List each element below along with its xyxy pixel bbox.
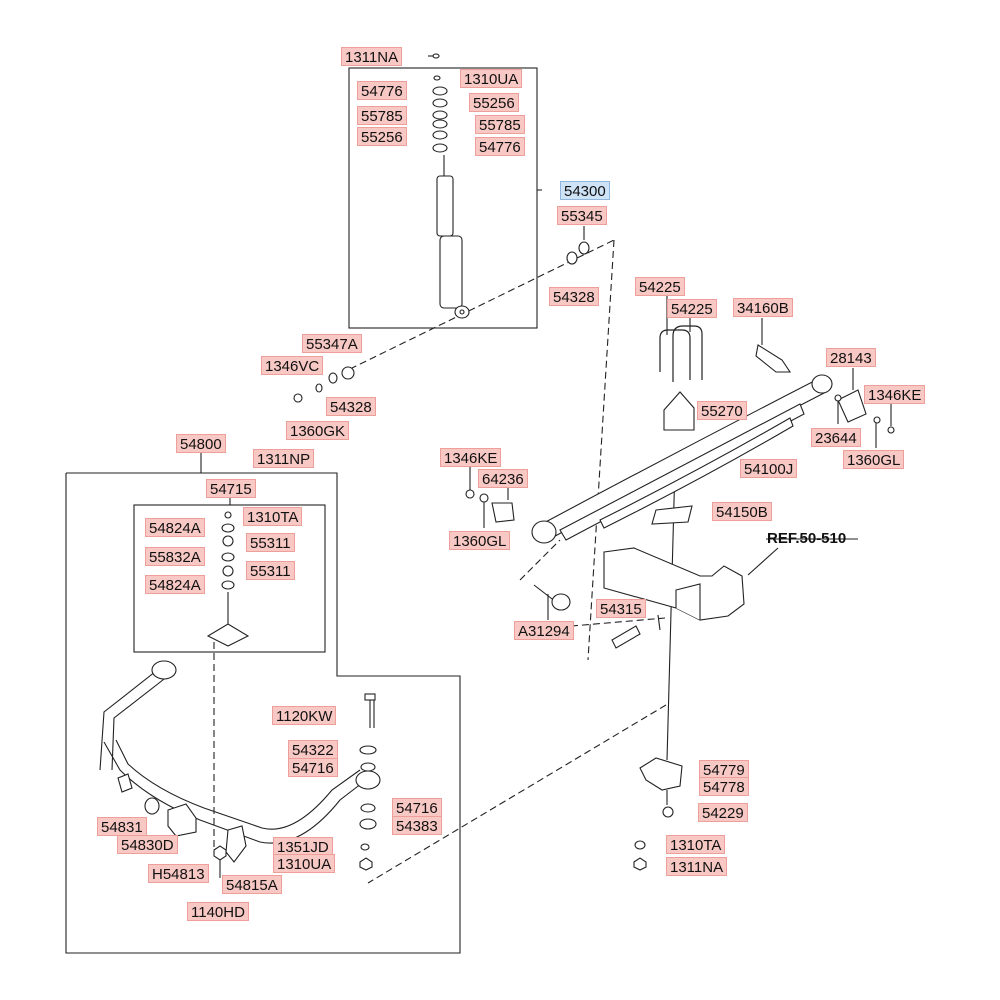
label-54383[interactable]: 54383 xyxy=(392,816,442,835)
label-54150B[interactable]: 54150B xyxy=(712,502,772,521)
label-54831[interactable]: 54831 xyxy=(97,817,147,836)
label-64236[interactable]: 64236 xyxy=(478,469,528,488)
label-1311NA-right[interactable]: 1311NA xyxy=(666,857,728,876)
label-54300-selected[interactable]: 54300 xyxy=(560,181,610,200)
label-1360GK[interactable]: 1360GK xyxy=(286,421,350,440)
label-54778[interactable]: 54778 xyxy=(699,777,749,796)
label-H54813[interactable]: H54813 xyxy=(148,864,209,883)
label-1360GL-left[interactable]: 1360GL xyxy=(449,531,511,550)
label-1360GL-right[interactable]: 1360GL xyxy=(843,450,905,469)
label-55256-lower[interactable]: 55256 xyxy=(357,127,407,146)
label-54779[interactable]: 54779 xyxy=(699,760,749,779)
label-1346VC[interactable]: 1346VC xyxy=(261,356,324,375)
label-54715[interactable]: 54715 xyxy=(206,479,256,498)
label-54776-lower[interactable]: 54776 xyxy=(475,137,525,156)
stabilizer-link-illustration xyxy=(206,511,250,647)
label-55311-lower[interactable]: 55311 xyxy=(246,561,295,580)
label-23644[interactable]: 23644 xyxy=(811,428,861,447)
label-54328-lower[interactable]: 54328 xyxy=(326,397,376,416)
label-55345[interactable]: 55345 xyxy=(557,206,607,225)
label-54328-upper[interactable]: 54328 xyxy=(549,287,599,306)
label-54225-left[interactable]: 54225 xyxy=(635,277,685,296)
label-55785-right[interactable]: 55785 xyxy=(475,115,525,134)
axle-bracket-illustration xyxy=(603,547,745,621)
stabilizer-bar-illustration xyxy=(99,660,381,844)
nut-1311NA-top xyxy=(432,53,440,59)
label-55347A[interactable]: 55347A xyxy=(302,334,362,353)
label-55785-left[interactable]: 55785 xyxy=(357,106,407,125)
label-54776-upper[interactable]: 54776 xyxy=(357,81,407,100)
label-1311NP[interactable]: 1311NP xyxy=(253,449,315,468)
shock-absorber-frame xyxy=(348,67,538,329)
label-54100J[interactable]: 54100J xyxy=(740,459,798,478)
label-54322[interactable]: 54322 xyxy=(288,740,338,759)
nut-1310UA-top xyxy=(433,75,441,81)
label-55256-upper[interactable]: 55256 xyxy=(469,93,519,112)
label-1310UA-lower[interactable]: 1310UA xyxy=(273,854,336,873)
u-bolts-illustration xyxy=(659,325,703,382)
label-54225-right[interactable]: 54225 xyxy=(667,299,717,318)
label-54830D[interactable]: 54830D xyxy=(117,835,178,854)
label-54824A-upper[interactable]: 54824A xyxy=(145,518,205,537)
label-A31294[interactable]: A31294 xyxy=(514,621,574,640)
label-1311NA-top[interactable]: 1311NA xyxy=(341,47,403,66)
stabilizer-frame xyxy=(65,472,461,954)
label-1120KW[interactable]: 1120KW xyxy=(272,706,337,725)
label-1310TA-box[interactable]: 1310TA xyxy=(243,507,303,526)
label-54800[interactable]: 54800 xyxy=(176,434,226,453)
shock-absorber-illustration xyxy=(436,155,470,319)
label-1346KE-right[interactable]: 1346KE xyxy=(864,385,926,404)
label-55832A[interactable]: 55832A xyxy=(145,547,205,566)
leaf-spring-illustration xyxy=(531,374,833,544)
label-1346KE-left[interactable]: 1346KE xyxy=(440,448,502,467)
label-54229[interactable]: 54229 xyxy=(698,803,748,822)
label-1140HD[interactable]: 1140HD xyxy=(187,902,249,921)
ref-note[interactable]: REF.50-510 xyxy=(767,530,847,547)
label-54716-upper[interactable]: 54716 xyxy=(288,758,338,777)
label-54824A-lower[interactable]: 54824A xyxy=(145,575,205,594)
label-55311-upper[interactable]: 55311 xyxy=(246,533,295,552)
label-1310TA-right[interactable]: 1310TA xyxy=(666,835,726,854)
label-54716-lower[interactable]: 54716 xyxy=(392,798,442,817)
label-55270[interactable]: 55270 xyxy=(697,401,747,420)
label-28143[interactable]: 28143 xyxy=(826,348,876,367)
label-1310UA-top[interactable]: 1310UA xyxy=(460,69,523,88)
label-34160B[interactable]: 34160B xyxy=(733,298,793,317)
label-54815A[interactable]: 54815A xyxy=(222,875,282,894)
label-54315[interactable]: 54315 xyxy=(596,599,646,618)
